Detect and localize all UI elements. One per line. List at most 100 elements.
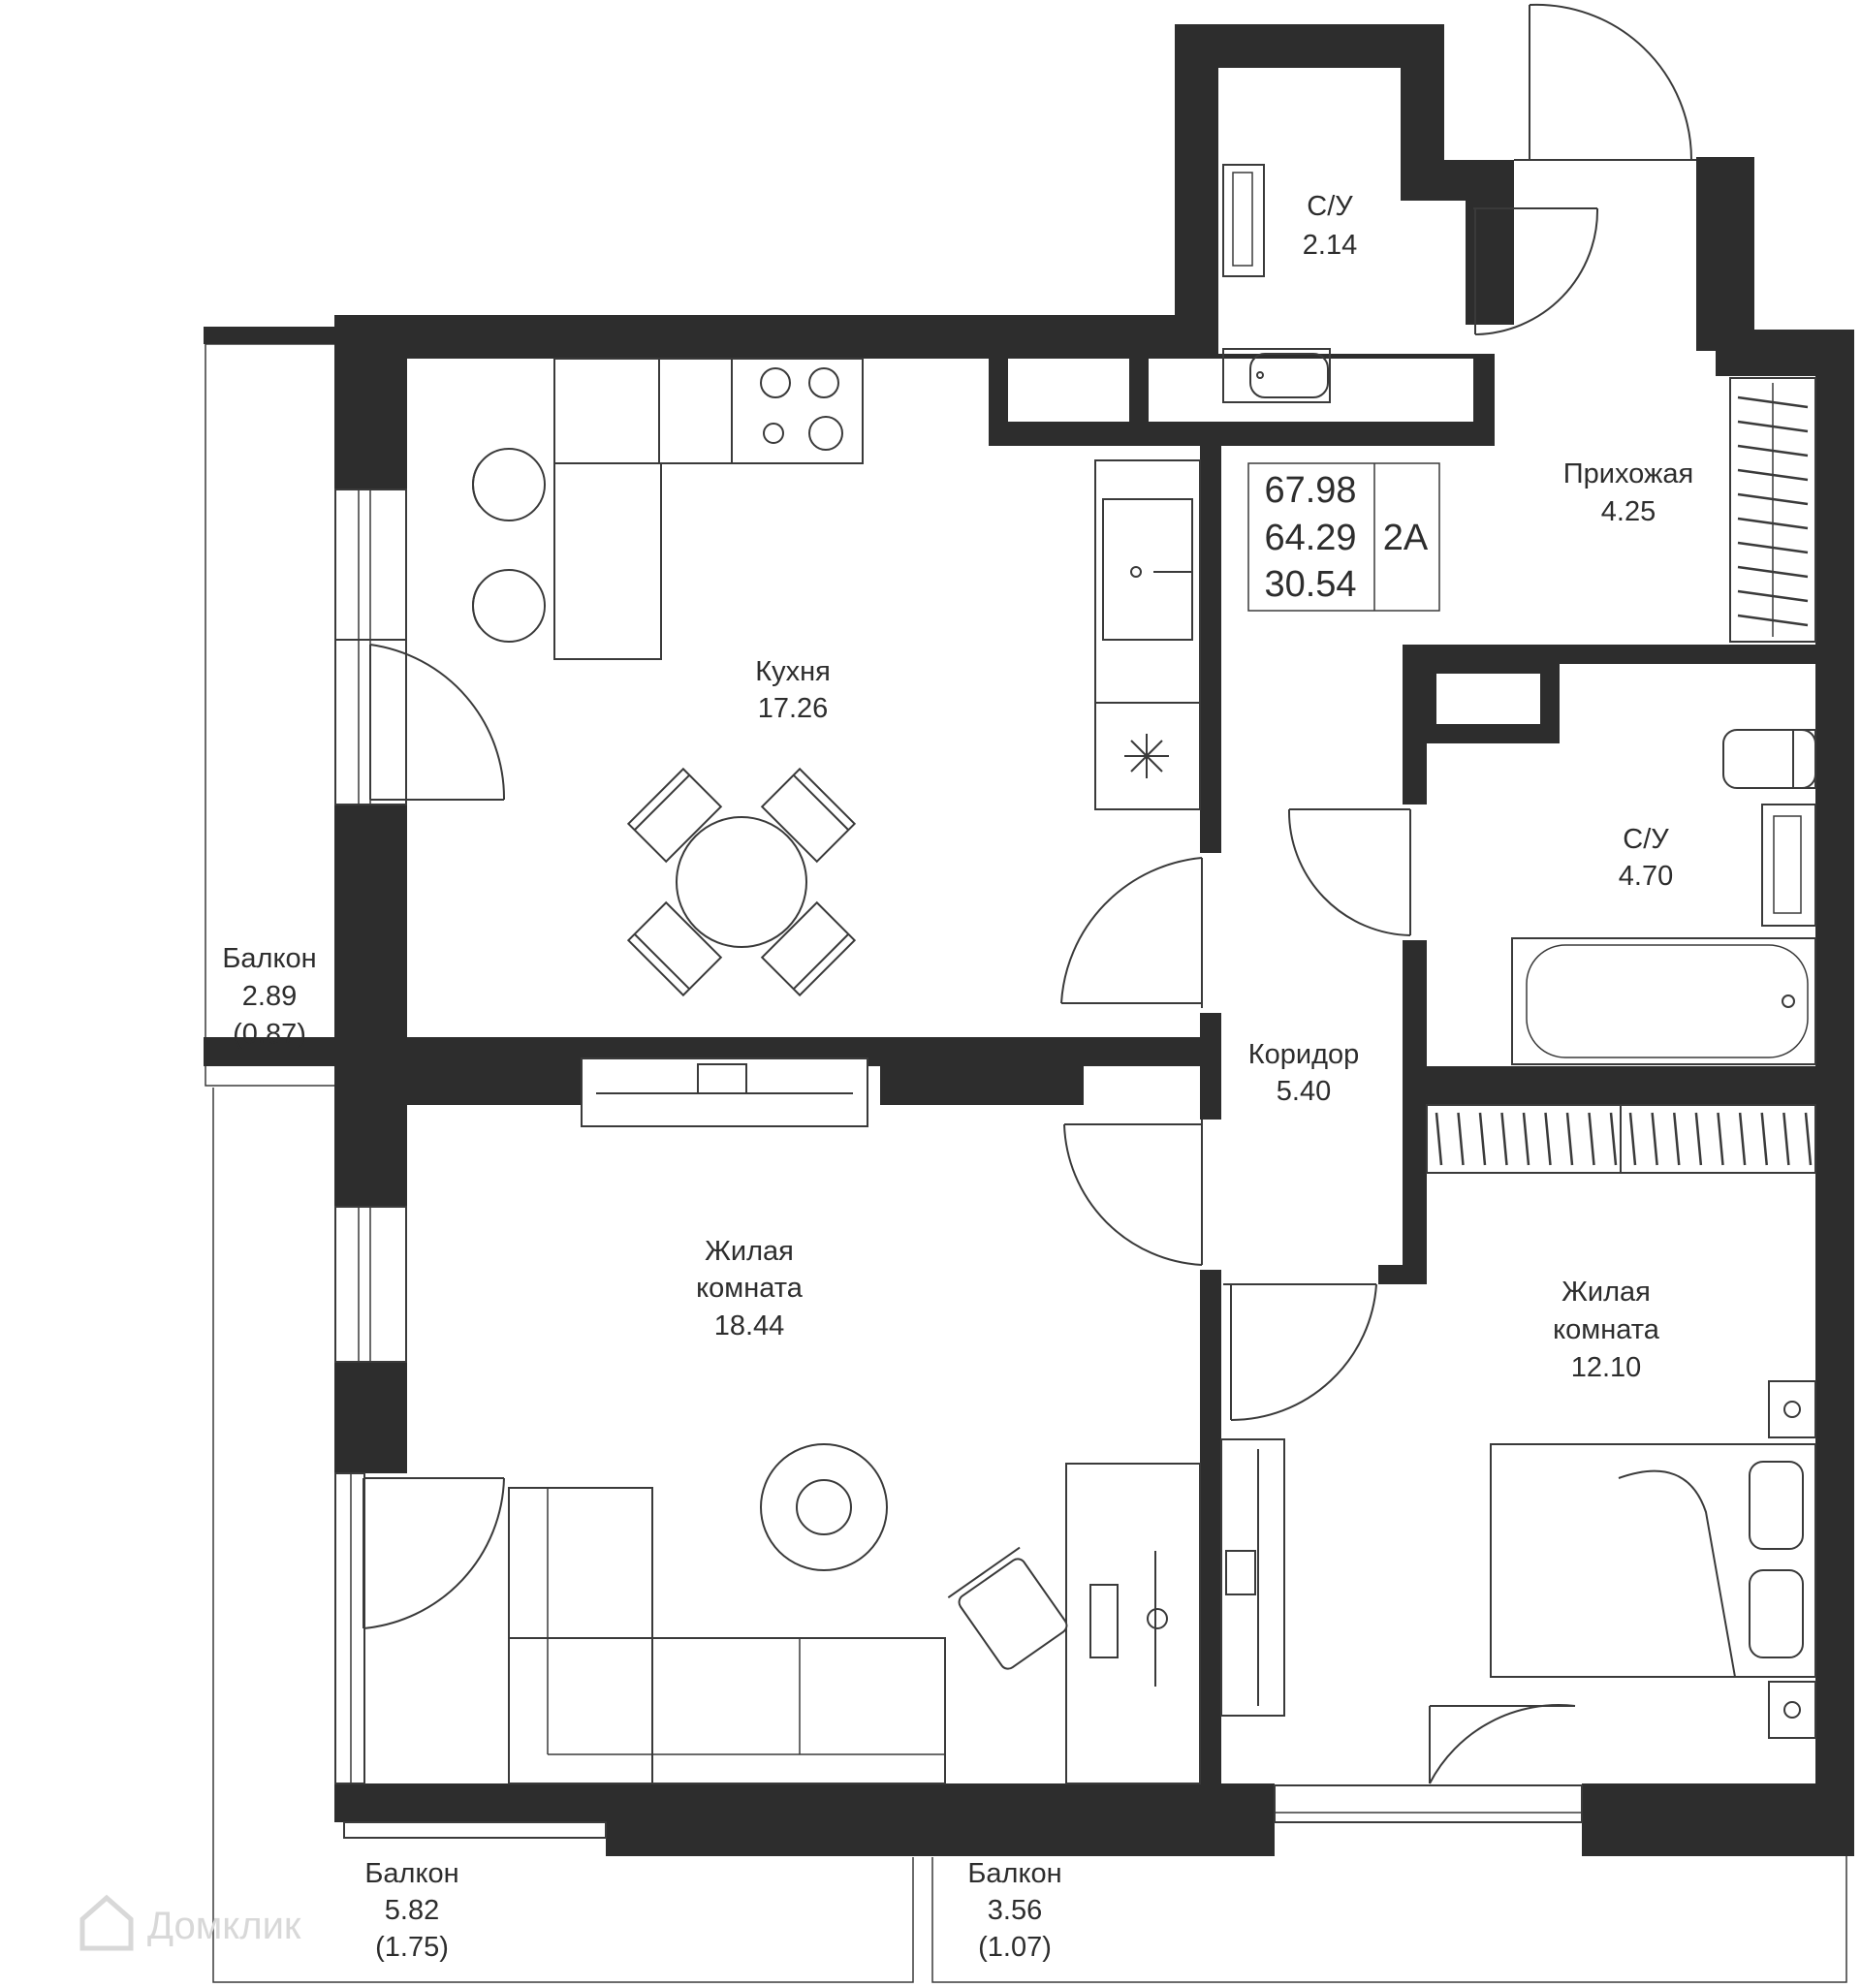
- tv-icon: [1225, 1550, 1256, 1595]
- hanger-mark: [1738, 1112, 1747, 1166]
- pillow: [1749, 1569, 1804, 1658]
- hob-burner-icon: [808, 416, 843, 451]
- fridge-snowflake-icon: [1124, 734, 1169, 778]
- su-small-name: С/У: [1307, 191, 1353, 222]
- dining-set: [626, 767, 857, 997]
- room-labels: С/У 2.14 Прихожая 4.25 Кухня 17.26 С/У 4…: [222, 191, 1693, 1963]
- duct-outline: [1417, 654, 1560, 743]
- balcony-left-area: 2.89: [242, 981, 297, 1012]
- hanger-mark: [1760, 1112, 1768, 1166]
- hallway-area: 4.25: [1601, 496, 1656, 527]
- blanket-fold: [1618, 1469, 1736, 1678]
- pillow: [1749, 1461, 1804, 1550]
- corridor-name: Коридор: [1248, 1039, 1360, 1070]
- su-small-area: 2.14: [1303, 230, 1357, 261]
- bathtub: [1511, 937, 1816, 1065]
- kitchen-counter: [1094, 459, 1201, 704]
- tv-icon: [697, 1063, 747, 1094]
- bar-stool: [472, 448, 546, 521]
- nightstand: [1768, 1380, 1816, 1438]
- hanger-mark: [1737, 420, 1809, 433]
- hanger-mark: [1737, 468, 1809, 482]
- apartment-summary-badge: 67.98 64.29 30.54 2A: [1247, 462, 1440, 612]
- bed: [1490, 1443, 1816, 1678]
- doors: [363, 3, 1696, 1784]
- hanger-mark: [1565, 1112, 1574, 1166]
- house-logo-icon: [79, 1894, 134, 1951]
- kitchen-sink: [1102, 498, 1193, 641]
- washbasin: [1222, 164, 1265, 277]
- living-small-name2: комната: [1553, 1314, 1660, 1345]
- hob-burner-icon: [763, 423, 784, 444]
- hanger-mark: [1651, 1112, 1658, 1166]
- balcony-bottom-right-reduced: (1.07): [978, 1932, 1052, 1963]
- balcony-outlines: [205, 343, 1847, 1983]
- large-bathroom-fixtures: [1511, 729, 1816, 1065]
- bedroom-furniture: [1220, 1380, 1816, 1739]
- desk: [1065, 1463, 1201, 1784]
- corridor-area: 5.40: [1277, 1076, 1331, 1107]
- hallway-wardrobe: [1729, 377, 1816, 643]
- nightstand: [1768, 1681, 1816, 1739]
- small-bathroom-fixtures: [1222, 164, 1331, 403]
- watermark: Домклик: [79, 1894, 301, 1951]
- hanger-mark: [1737, 395, 1809, 409]
- entrance-door-arc: [1529, 3, 1693, 161]
- balcony-left-name: Балкон: [222, 943, 316, 974]
- hanger-mark: [1522, 1112, 1530, 1166]
- toilet: [1222, 348, 1331, 403]
- balcony-bottom-right-name: Балкон: [967, 1858, 1061, 1889]
- apartment-type: 2A: [1383, 518, 1429, 558]
- hob-burner-icon: [760, 367, 791, 398]
- living-big-name1: Жилая: [705, 1236, 794, 1267]
- lamp-icon: [1783, 1701, 1801, 1719]
- balcony-bottom-right-area: 3.56: [988, 1895, 1042, 1926]
- washbasin: [1761, 804, 1816, 927]
- office-chair: [947, 1546, 1068, 1670]
- living-area: 64.29: [1264, 518, 1356, 558]
- dining-table: [676, 816, 807, 948]
- balcony-bottom-left-area: 5.82: [385, 1895, 439, 1926]
- hanger-mark: [1435, 1112, 1443, 1166]
- su-large-area: 4.70: [1619, 861, 1673, 892]
- kitchen-furniture: [471, 358, 1201, 997]
- round-rug: [760, 1443, 888, 1571]
- bar-stool: [472, 569, 546, 643]
- balcony-bottom-left-name: Балкон: [364, 1858, 458, 1889]
- living-big-area: 18.44: [714, 1310, 785, 1341]
- hanger-mark: [1609, 1112, 1618, 1166]
- kitchen-area: 17.26: [758, 693, 829, 724]
- hanger-mark: [1673, 1112, 1681, 1166]
- hanger-mark: [1737, 444, 1809, 458]
- windows: [334, 489, 1583, 1839]
- balcony-left-reduced: (0.87): [233, 1019, 306, 1050]
- hanger-mark: [1588, 1112, 1595, 1166]
- rooms-area: 30.54: [1264, 564, 1356, 605]
- kitchen-island: [553, 462, 662, 660]
- hanger-mark: [1804, 1112, 1813, 1166]
- living-big-name2: комната: [696, 1273, 804, 1304]
- hanger-mark: [1628, 1112, 1637, 1166]
- hanger-mark: [1544, 1112, 1552, 1166]
- bedroom-wardrobe: [1426, 1104, 1816, 1174]
- hanger-mark: [1717, 1112, 1724, 1166]
- hanger-mark: [1500, 1112, 1508, 1166]
- hallway-name: Прихожая: [1563, 458, 1693, 489]
- hanger-mark: [1737, 565, 1809, 579]
- toilet: [1722, 729, 1816, 789]
- living-room-furniture: [508, 1057, 1201, 1784]
- sofa: [508, 1487, 946, 1784]
- hanger-mark: [1737, 517, 1809, 530]
- fridge: [1094, 702, 1201, 810]
- hanger-mark: [1737, 589, 1809, 603]
- keyboard-icon: [1089, 1584, 1119, 1658]
- su-large-name: С/У: [1623, 824, 1669, 855]
- lamp-icon: [1783, 1401, 1801, 1418]
- balcony-bottom-left-reduced: (1.75): [375, 1932, 449, 1963]
- living-small-area: 12.10: [1571, 1352, 1642, 1383]
- total-area: 67.98: [1264, 470, 1356, 511]
- hanger-mark: [1457, 1112, 1465, 1166]
- hanger-mark: [1737, 614, 1809, 627]
- hanger-mark: [1782, 1112, 1790, 1166]
